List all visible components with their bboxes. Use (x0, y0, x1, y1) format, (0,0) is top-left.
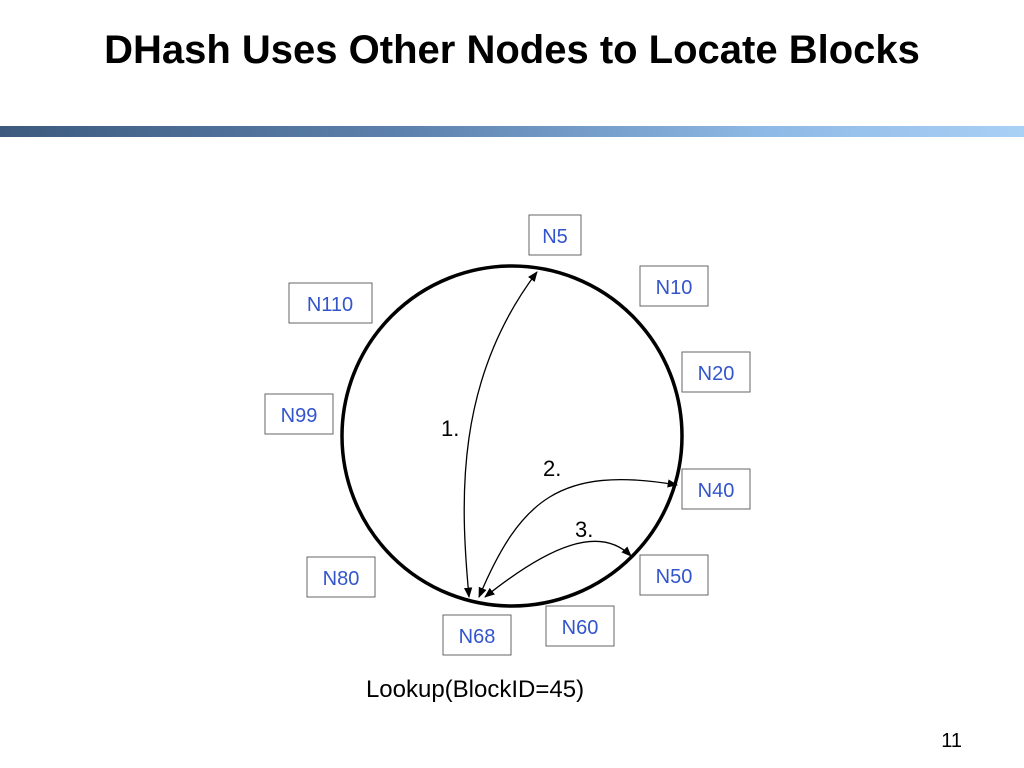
lookup-arrow-step-1 (463, 271, 538, 599)
node-label: N110 (307, 294, 353, 316)
lookup-arrow-step-3 (484, 540, 632, 598)
step-label-2: 2. (543, 456, 561, 481)
node-label: N40 (698, 480, 735, 502)
chord-ring (340, 264, 684, 608)
node-n40: N40 (681, 468, 751, 510)
node-n110: N110 (288, 282, 373, 324)
node-label: N5 (542, 226, 568, 248)
step-label-1: 1. (441, 416, 459, 441)
node-label: N60 (562, 617, 599, 639)
node-n20: N20 (681, 351, 751, 393)
step-label-3: 3. (575, 517, 593, 542)
slide-title: DHash Uses Other Nodes to Locate Blocks (104, 28, 920, 72)
page-number: 11 (941, 730, 962, 752)
node-n80: N80 (306, 556, 376, 598)
node-label: N20 (698, 363, 735, 385)
node-label: N80 (323, 568, 360, 590)
lookup-caption: Lookup(BlockID=45) (365, 676, 585, 703)
title-underline-bar (0, 126, 1024, 137)
node-n68: N68 (442, 614, 512, 656)
node-n50: N50 (639, 554, 709, 596)
node-label: N10 (656, 277, 693, 299)
node-label: N68 (459, 626, 496, 648)
node-label: N99 (281, 405, 318, 427)
node-n5: N5 (528, 214, 582, 256)
node-n60: N60 (545, 605, 615, 647)
node-label: N50 (656, 566, 693, 588)
node-n99: N99 (264, 393, 334, 435)
node-n10: N10 (639, 265, 709, 307)
